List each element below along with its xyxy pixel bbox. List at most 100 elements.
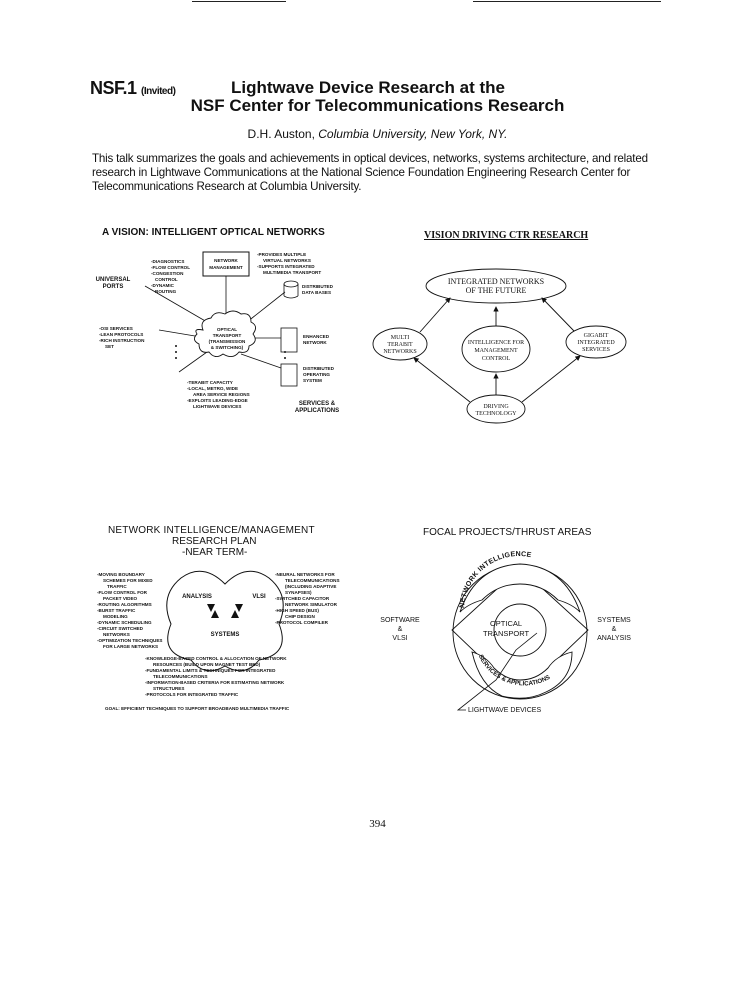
fig4-optical-transport: OPTICAL TRANSPORT [483,619,530,638]
svg-text:NETWORK SIMULATOR: NETWORK SIMULATOR [285,602,338,607]
fig3-vlsi: VLSI [252,594,266,600]
svg-text:UNIVERSAL: UNIVERSAL [96,277,131,283]
fig3-title-line-1: NETWORK INTELLIGENCE/MANAGEMENT [108,525,315,536]
fig3-title-line-2: RESEARCH PLAN [172,536,257,547]
fig3-research-plan: ANALYSIS VLSI SYSTEMS -MOVING BOUNDARY S… [95,562,360,717]
svg-text:VLSI: VLSI [392,635,407,642]
svg-text:-SUPPORTS INTEGRATED: -SUPPORTS INTEGRATED [257,264,315,269]
svg-text:OPERATING: OPERATING [303,372,330,377]
svg-text:RESOURCES (BUILD UPON MAGNET T: RESOURCES (BUILD UPON MAGNET TEST BED) [153,662,261,667]
paper-code: NSF.1 (Invited) [90,78,176,98]
fig1-optical-transport-cloud [194,310,256,357]
svg-text:TRAFFIC: TRAFFIC [107,584,127,589]
fig1-distributed-os: DISTRIBUTED OPERATING SYSTEM [303,366,335,383]
svg-text:-SWITCHED CAPACITOR: -SWITCHED CAPACITOR [275,596,330,601]
fig1-right-top-list: -PROVIDES MULTIPLE VIRTUAL NETWORKS -SUP… [257,252,321,275]
svg-text:-NEURAL NETWORKS FOR: -NEURAL NETWORKS FOR [275,572,335,577]
svg-text:DRIVING: DRIVING [483,404,509,410]
svg-text:-LEAN PROTOCOLS: -LEAN PROTOCOLS [99,332,143,337]
fig1-distributed-data-bases: DISTRIBUTED DATA BASES [302,284,334,295]
fig2-driving-technology: DRIVING TECHNOLOGY [476,404,518,417]
svg-text:CHIP DESIGN: CHIP DESIGN [285,614,315,619]
svg-text:NETWORK: NETWORK [303,340,327,345]
svg-text:CONTROL: CONTROL [482,356,511,362]
svg-text:DISTRIBUTED: DISTRIBUTED [302,284,334,289]
title-row: NSF.1 (Invited) Lightwave Device Researc… [90,78,665,100]
svg-text:-MOVING BOUNDARY: -MOVING BOUNDARY [97,572,145,577]
fig1-enhanced-network: ENHANCED NETWORK [303,334,330,345]
fig2-intelligence: INTELLIGENCE FOR MANAGEMENT CONTROL [468,340,524,362]
svg-text:OPTICAL: OPTICAL [217,327,237,332]
svg-text:SERVICES: SERVICES [582,347,610,353]
fig3-title: NETWORK INTELLIGENCE/MANAGEMENT RESEARCH… [108,525,338,558]
svg-text:TELECOMMUNICATIONS: TELECOMMUNICATIONS [153,674,208,679]
fig1-bottom-list: -TERABIT CAPACITY -LOCAL, METRO, WIDE AR… [187,380,250,409]
svg-text:SCHEMES FOR MIXED: SCHEMES FOR MIXED [103,578,153,583]
fig4-focal-projects: NETWORK INTELLIGENCE SERVICES & APPLICAT… [376,550,646,720]
fig1-title: A VISION: INTELLIGENT OPTICAL NETWORKS [102,227,325,238]
svg-text:ROUTING: ROUTING [155,289,177,294]
title-line-1: Lightwave Device Research at the [231,78,506,97]
svg-text:-CONGESTION: -CONGESTION [151,271,184,276]
svg-text:& SWITCHING): & SWITCHING) [211,345,244,350]
fig3-bottom-list: -KNOWLEDGE-BASED CONTROL & ALLOCATION OF… [145,656,287,697]
svg-text:DISTRIBUTED: DISTRIBUTED [303,366,335,371]
svg-text:MANAGEMENT: MANAGEMENT [474,348,518,354]
top-rule-left [192,1,286,2]
svg-text:-DYNAMIC: -DYNAMIC [151,283,175,288]
svg-text:INTELLIGENCE FOR: INTELLIGENCE FOR [468,340,524,346]
fig1-ellipsis-dots [175,345,286,359]
author-line: D.H. Auston, Columbia University, New Yo… [90,127,665,141]
fig2-title: VISION DRIVING CTR RESEARCH [424,230,589,241]
svg-text:NETWORKS: NETWORKS [103,632,130,637]
svg-text:SYNAPSES): SYNAPSES) [285,590,312,595]
fig2-gigabit-services: GIGABIT INTEGRATED SERVICES [577,333,615,353]
svg-text:TRANSPORT: TRANSPORT [483,629,530,638]
fig1-intelligent-optical-networks: NETWORK MANAGEMENT -DIAGNOSTICS -FLOW CO… [95,242,355,422]
svg-text:&: & [398,626,403,633]
svg-text:CONTROL: CONTROL [155,277,178,282]
svg-text:-PROVIDES MULTIPLE: -PROVIDES MULTIPLE [257,252,306,257]
svg-text:TECHNOLOGY: TECHNOLOGY [476,411,518,417]
svg-text:-CIRCUIT SWITCHED: -CIRCUIT SWITCHED [97,626,144,631]
fig3-right-list: -NEURAL NETWORKS FOR TELECOMMUNICATIONS … [275,572,340,625]
author-name: D.H. Auston, [247,127,315,141]
svg-text:OPTICAL: OPTICAL [490,619,522,628]
svg-text:-DYNAMIC SCHEDULING: -DYNAMIC SCHEDULING [97,620,152,625]
svg-text:DATA BASES: DATA BASES [302,290,331,295]
fig4-title: FOCAL PROJECTS/THRUST AREAS [423,527,592,538]
svg-text:-OPTIMIZATION TECHNIQUES: -OPTIMIZATION TECHNIQUES [97,638,163,643]
fig3-title-line-3: -NEAR TERM- [182,547,248,558]
svg-text:INTEGRATED NETWORKS: INTEGRATED NETWORKS [448,277,544,286]
svg-text:TERABIT: TERABIT [387,342,413,348]
svg-text:MULTI: MULTI [391,335,409,341]
svg-text:SOFTWARE: SOFTWARE [380,617,420,624]
svg-text:MULTIMEDIA TRANSPORT: MULTIMEDIA TRANSPORT [263,270,321,275]
fig1-database-icon [283,280,299,299]
fig2-vision-driving-research: INTEGRATED NETWORKS OF THE FUTURE MULTI … [370,262,635,432]
svg-text:-FLOW CONTROL: -FLOW CONTROL [151,265,190,270]
abstract: This talk summarizes the goals and achie… [92,152,648,193]
fig3-analysis: ANALYSIS [182,594,212,600]
fig2-integrated-networks: INTEGRATED NETWORKS OF THE FUTURE [448,277,544,295]
svg-text:-BURST TRAFFIC: -BURST TRAFFIC [97,608,136,613]
svg-text:NETWORK: NETWORK [214,258,238,263]
fig4-lightwave-devices: LIGHTWAVE DEVICES [468,707,541,714]
svg-text:-RICH INSTRUCTION: -RICH INSTRUCTION [99,338,145,343]
svg-text:(INCLUDING ADAPTIVE: (INCLUDING ADAPTIVE [285,584,336,589]
svg-text:SYSTEM: SYSTEM [303,378,322,383]
invited-tag: (Invited) [141,86,176,97]
svg-text:TRANSPORT: TRANSPORT [213,333,242,338]
svg-text:SET: SET [105,344,114,349]
svg-text:VIRTUAL NETWORKS: VIRTUAL NETWORKS [263,258,311,263]
svg-text:AREA SERVICE REGIONS: AREA SERVICE REGIONS [193,392,250,397]
svg-text:TELECOMMUNICATIONS: TELECOMMUNICATIONS [285,578,340,583]
svg-text:-OSI SERVICES: -OSI SERVICES [99,326,133,331]
fig4-systems-analysis: SYSTEMS & ANALYSIS [597,617,631,642]
fig1-network-management: NETWORK MANAGEMENT [209,258,243,270]
svg-text:GIGABIT: GIGABIT [584,333,609,339]
svg-text:-PROTOCOLS FOR INTEGRATED TRAF: -PROTOCOLS FOR INTEGRATED TRAFFIC [145,692,239,697]
svg-text:-ROUTING ALGORITHMS: -ROUTING ALGORITHMS [97,602,152,607]
svg-text:-INFORMATION-BASED CRITERIA FO: -INFORMATION-BASED CRITERIA FOR ESTIMATI… [145,680,285,685]
svg-text:OF THE FUTURE: OF THE FUTURE [466,286,527,295]
